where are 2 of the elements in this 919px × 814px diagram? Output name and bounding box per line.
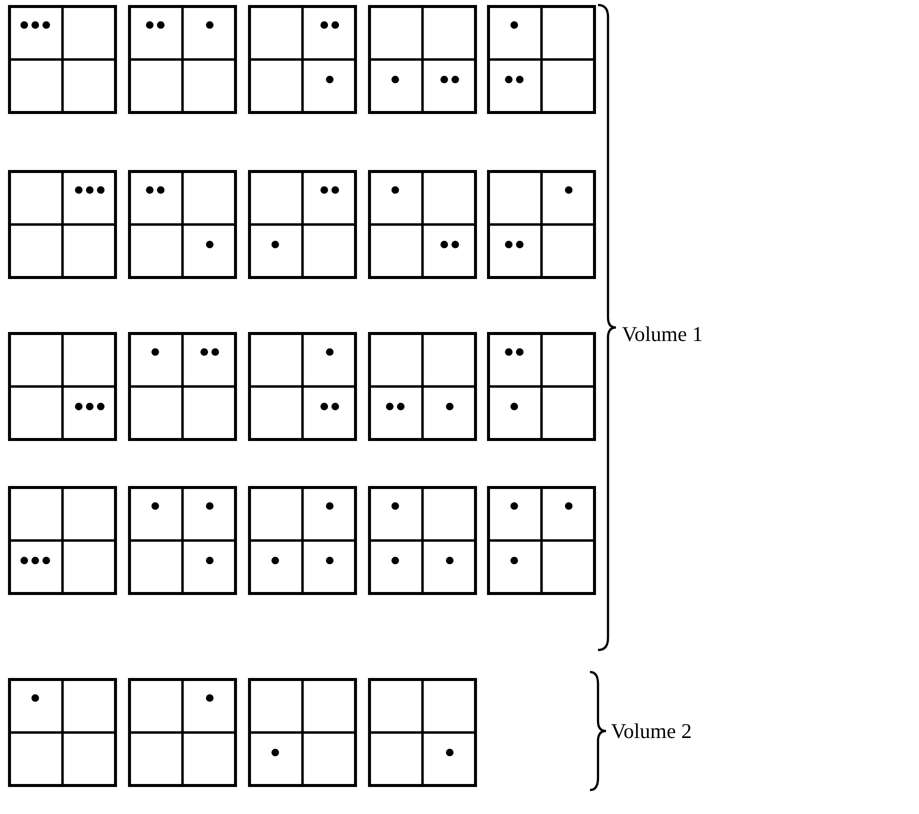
volume-label: Volume 1 (622, 322, 703, 347)
volume-label: Volume 2 (611, 719, 692, 744)
